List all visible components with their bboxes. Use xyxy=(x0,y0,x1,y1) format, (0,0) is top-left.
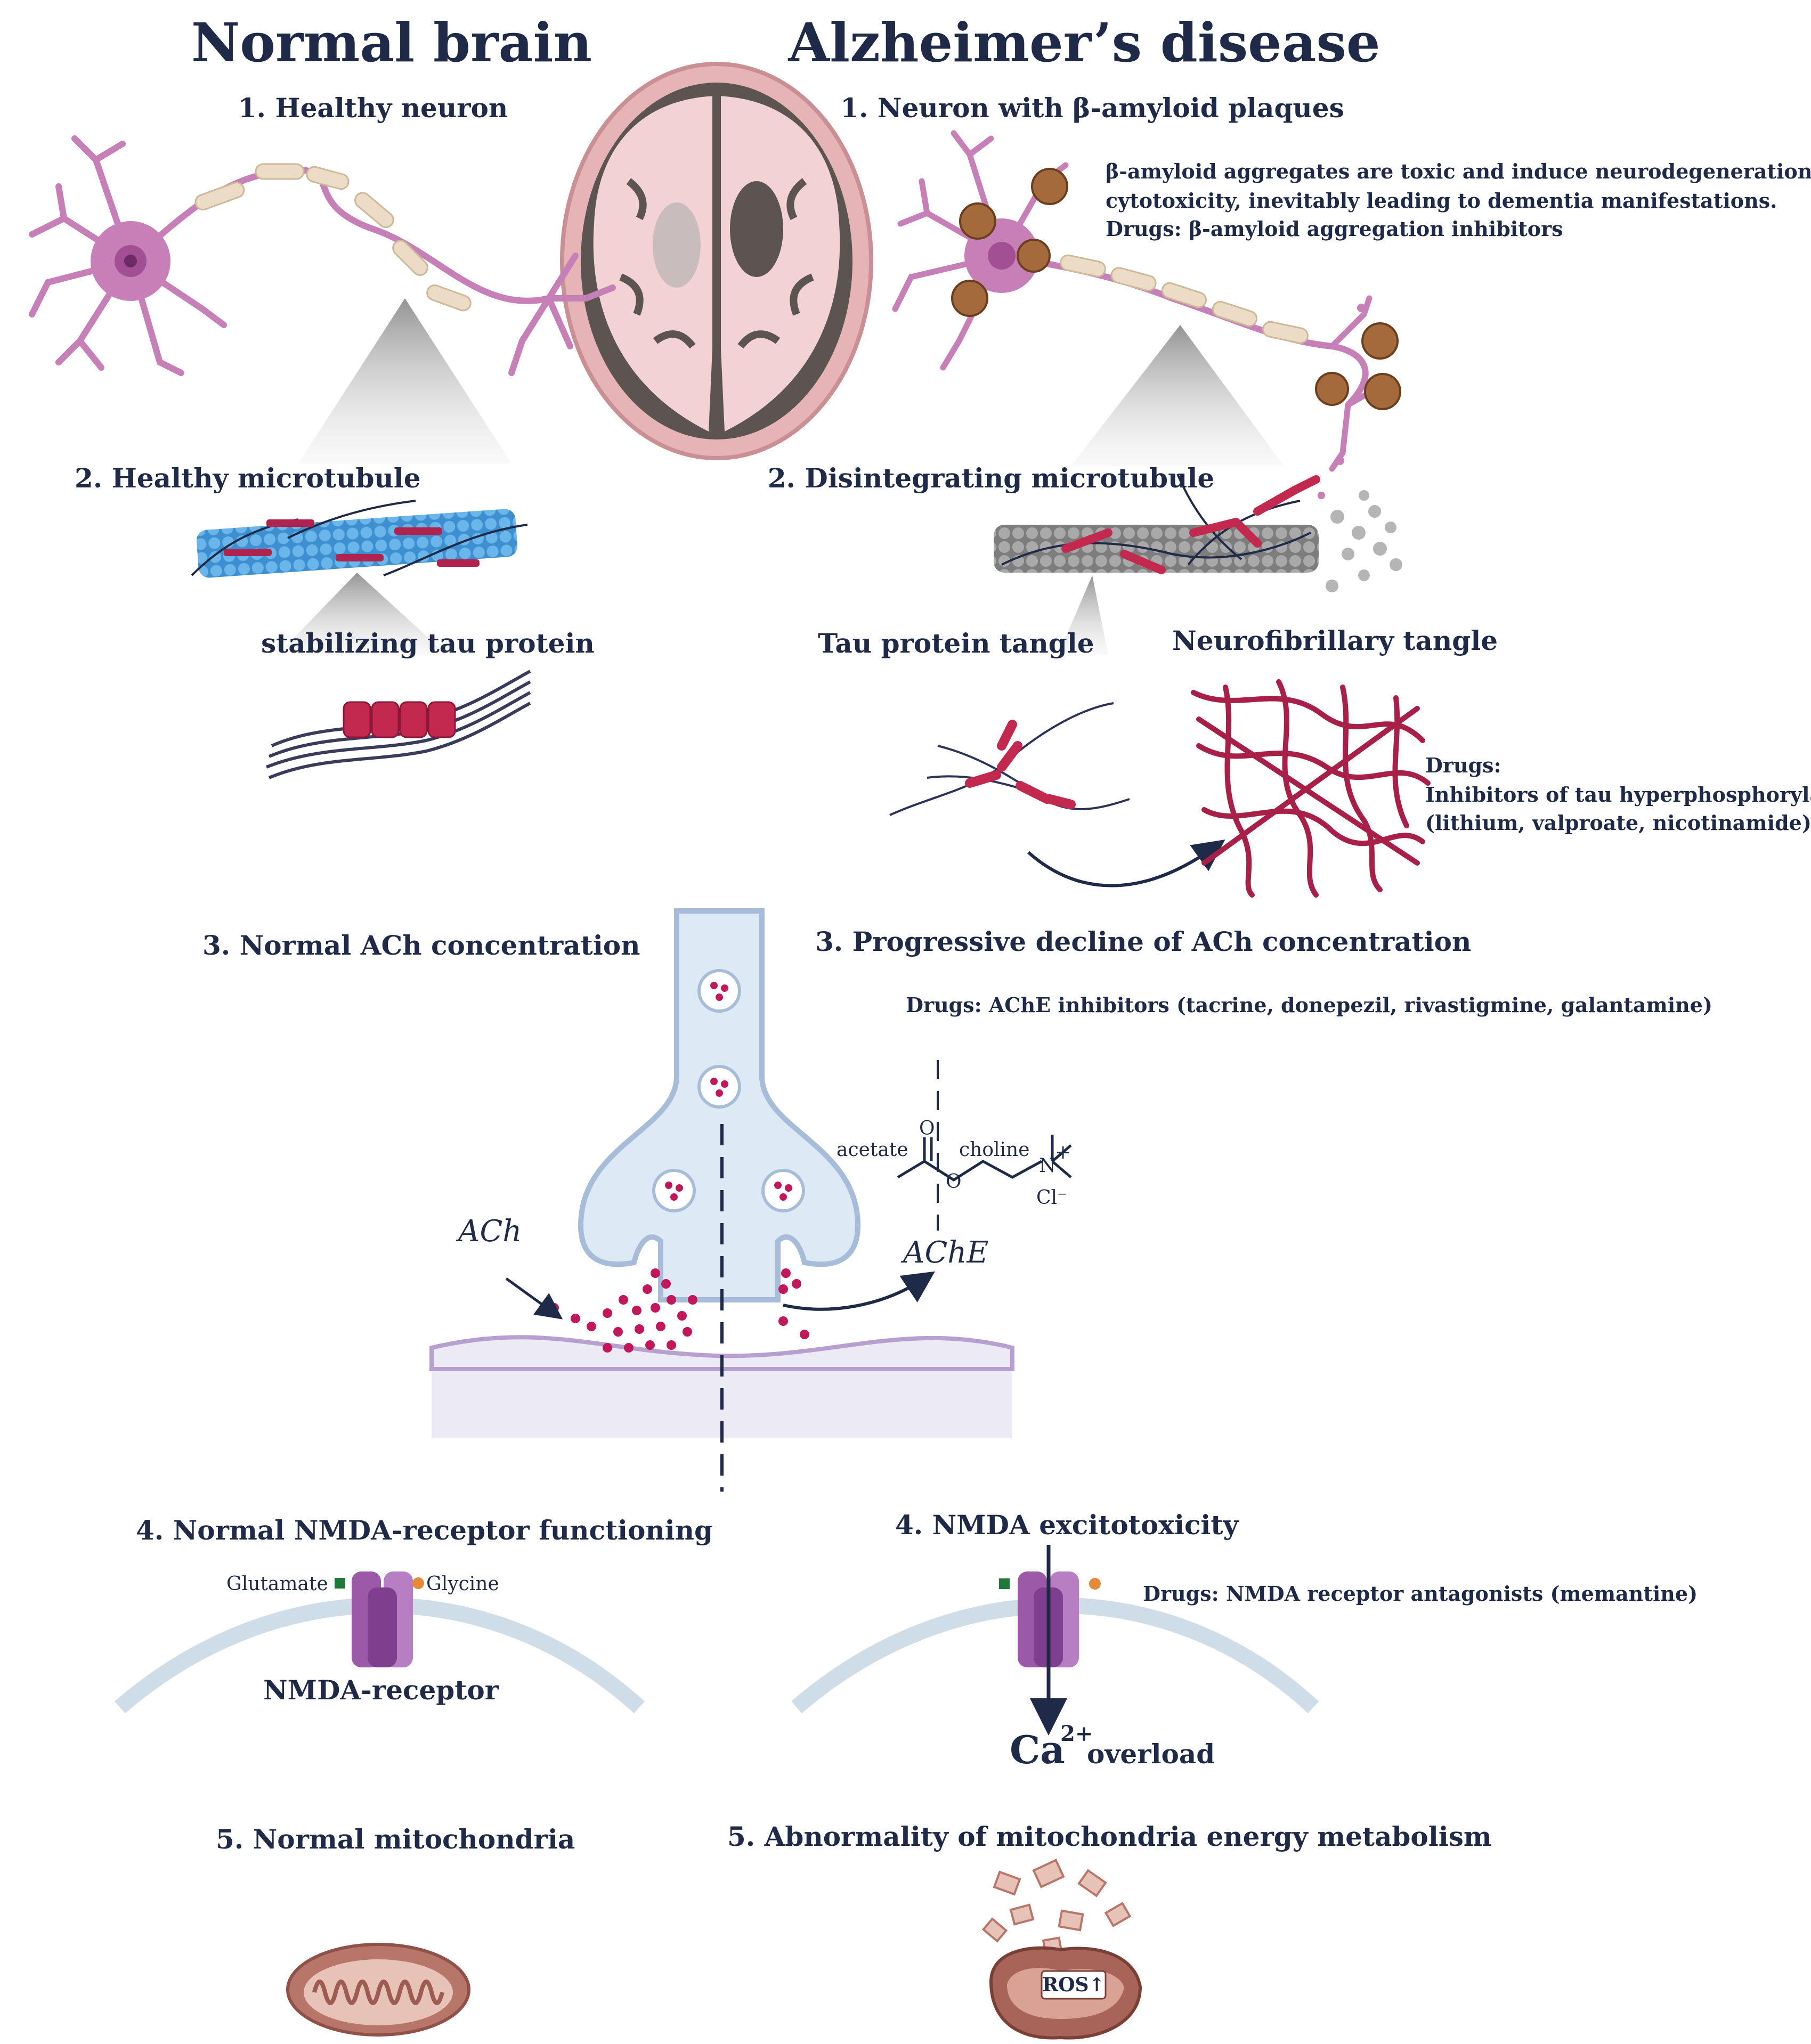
ad-amyloid-drugs: Drugs: β-amyloid aggregation inhibitors xyxy=(1106,217,1563,241)
mol-chloride: Cl⁻ xyxy=(1036,1187,1067,1209)
ad-tau-drugs-line2: (lithium, valproate, nicotinamide) xyxy=(1425,811,1811,835)
glutamate-label: Glutamate xyxy=(226,1573,328,1595)
mol-nitrogen: N xyxy=(1039,1155,1056,1177)
normal-mitochondrion xyxy=(286,1943,470,2037)
stabilizing-tau-protein xyxy=(265,670,531,779)
brain-axial-icon xyxy=(560,62,873,460)
glycine-molecule xyxy=(412,1577,424,1589)
ad-s3-label: 3. Progressive decline of ACh concentrat… xyxy=(815,926,1471,957)
normal-s4-label: 4. Normal NMDA-receptor functioning xyxy=(136,1514,713,1546)
ach-hydrolysis-arrow xyxy=(783,1271,935,1311)
ad-tau-tangle-label: Tau protein tangle xyxy=(818,628,1094,659)
zoom-cone-ad-neuron xyxy=(1071,325,1284,466)
disintegrating-microtubule xyxy=(994,474,1402,592)
glycine-molecule-ad xyxy=(1089,1578,1101,1590)
mol-oxygen-double: O xyxy=(919,1118,935,1139)
ad-ache-drugs: Drugs: AChE inhibitors (tacrine, donepez… xyxy=(906,993,1712,1017)
nmda-receptor-label: NMDA-receptor xyxy=(263,1674,499,1706)
title-alzheimers-disease: Alzheimer’s disease xyxy=(788,11,1380,74)
glutamate-molecule-ad xyxy=(999,1578,1010,1589)
healthy-neuron xyxy=(29,135,616,376)
title-normal-brain: Normal brain xyxy=(191,11,592,74)
normal-s3-label: 3. Normal ACh concentration xyxy=(202,930,640,961)
ad-amyloid-note-line2: cytotoxicity, inevitably leading to deme… xyxy=(1106,189,1777,213)
zoom-cone-ad-tubule xyxy=(1060,575,1108,655)
ach-molecules xyxy=(549,1268,809,1353)
ros-label: ROS↑ xyxy=(1042,1974,1105,1996)
glycine-label: Glycine xyxy=(426,1573,499,1595)
ad-nmda-drugs: Drugs: NMDA receptor antagonists (memant… xyxy=(1143,1582,1698,1606)
ad-tau-drugs-line1: Inhibitors of tau hyperphosphorylation xyxy=(1425,783,1811,807)
zoom-cone-normal-neuron xyxy=(298,298,511,463)
ad-tau-drugs-heading: Drugs: xyxy=(1425,753,1501,777)
tau-protein-tangle xyxy=(889,702,1130,816)
ad-amyloid-note-line1: β-amyloid aggregates are toxic and induc… xyxy=(1106,159,1811,183)
acetylcholine-structure: O O N + Cl⁻ acetate choline xyxy=(837,1060,1072,1231)
ad-s1-label: 1. Neuron with β-amyloid plaques xyxy=(840,92,1344,124)
ad-s5-label: 5. Abnormality of mitochondria energy me… xyxy=(727,1821,1492,1852)
mol-plus: + xyxy=(1055,1142,1071,1163)
normal-s1-label: 1. Healthy neuron xyxy=(238,92,508,124)
synaptic-vesicles xyxy=(652,969,805,1212)
healthy-microtubule xyxy=(191,500,528,578)
tangle-progression-arrow xyxy=(1027,840,1225,887)
ad-s4-label: 4. NMDA excitotoxicity xyxy=(895,1509,1240,1541)
ad-nf-tangle-label: Neurofibrillary tangle xyxy=(1172,625,1498,656)
choline-label: choline xyxy=(959,1139,1030,1161)
normal-s5-label: 5. Normal mitochondria xyxy=(216,1823,575,1855)
mol-oxygen-ester: O xyxy=(946,1171,962,1193)
acetate-label: acetate xyxy=(837,1139,908,1161)
damaged-mitochondrion: ROS↑ xyxy=(981,1859,1142,2040)
overload-label: overload xyxy=(1087,1738,1215,1770)
nmda-receptor-normal xyxy=(352,1571,413,1667)
normal-s2-label: 2. Healthy microtubule xyxy=(75,462,421,494)
ad-s2-label: 2. Disintegrating microtubule xyxy=(768,462,1214,494)
zoom-cone-normal-tubule xyxy=(277,573,448,655)
neuron-with-amyloid-plaques xyxy=(892,130,1401,499)
normal-tau-label: stabilizing tau protein xyxy=(261,628,595,659)
calcium-symbol: Ca xyxy=(1010,1727,1065,1772)
glutamate-molecule xyxy=(335,1578,345,1589)
ach-label: ACh xyxy=(456,1214,522,1249)
neurofibrillary-tangle xyxy=(1191,679,1431,898)
ache-label: AChE xyxy=(900,1235,988,1270)
amyloid-plaques xyxy=(951,168,1401,410)
calcium-charge: 2+ xyxy=(1060,1721,1093,1746)
